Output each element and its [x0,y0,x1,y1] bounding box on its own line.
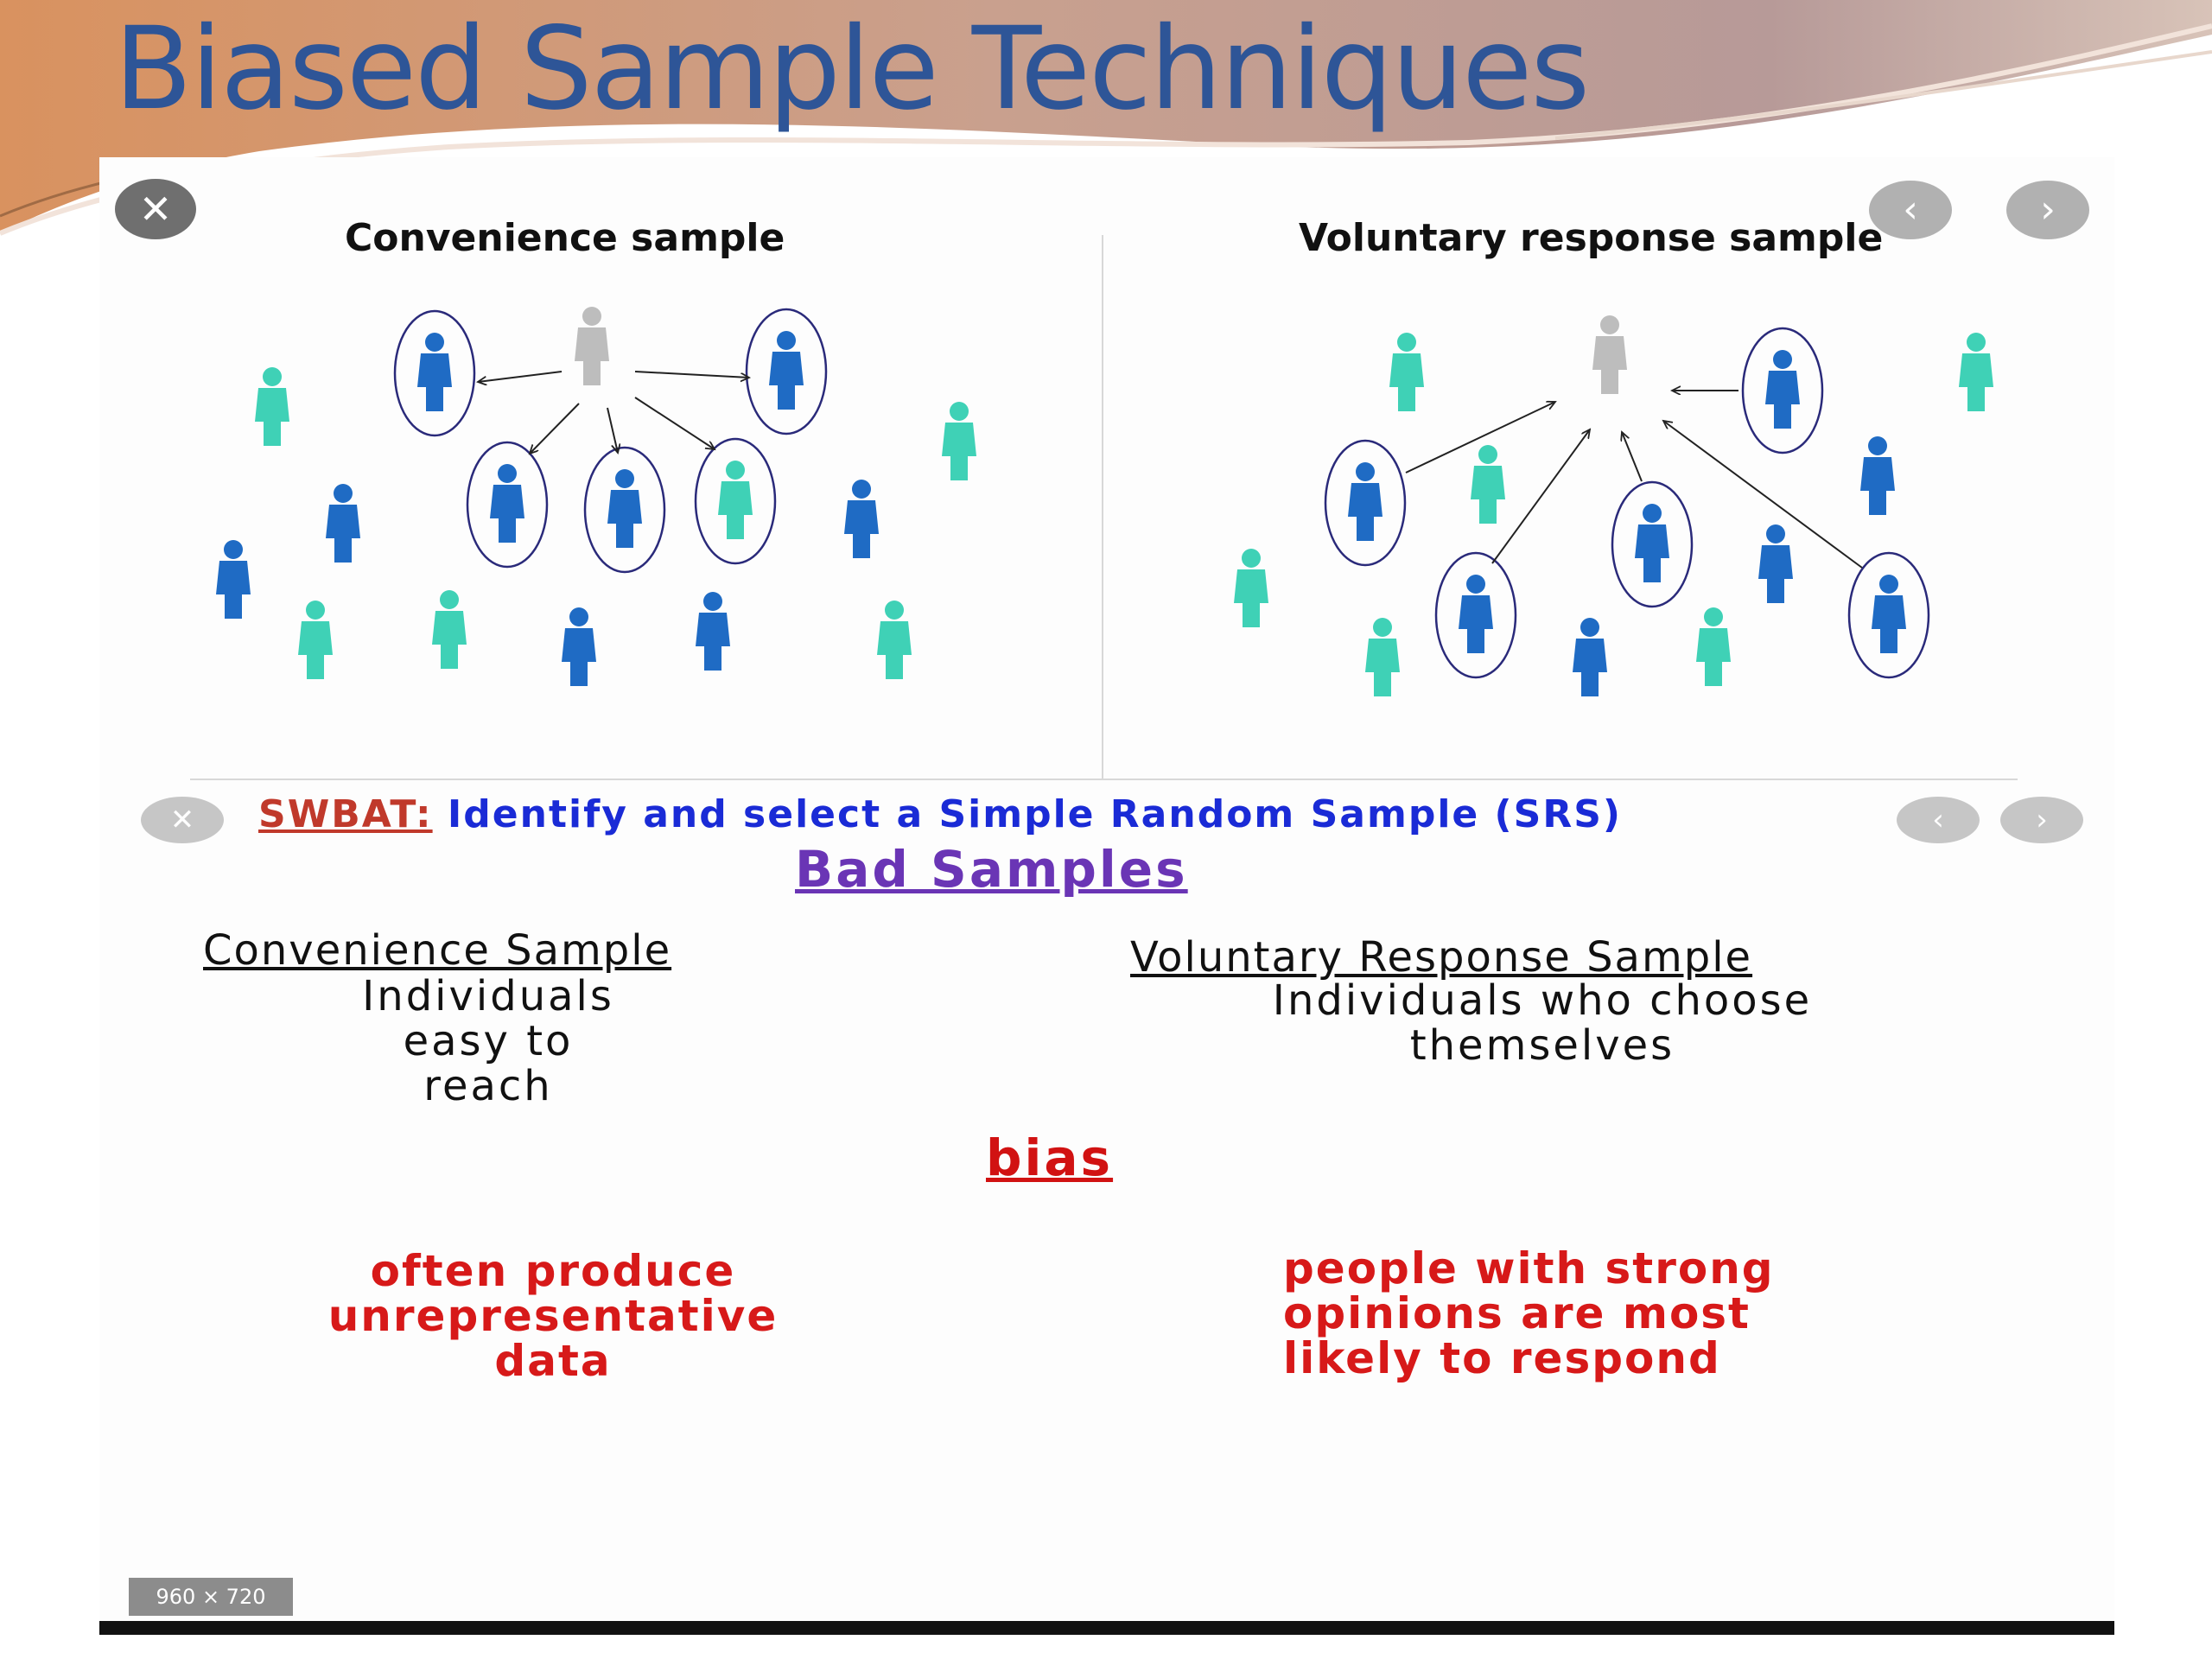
description-line: easy to [403,1017,574,1065]
previous-image-button-faded[interactable]: ‹ [1897,797,1980,843]
image-dimensions-badge: 960 × 720 [129,1578,293,1616]
person [1365,618,1400,696]
next-image-button-faded[interactable]: › [2000,797,2083,843]
volunteer [1611,480,1694,608]
chevron-right-icon: › [2036,803,2048,837]
researcher-figure [575,307,609,385]
sampled-person [466,441,549,569]
voluntary-panel-title: Voluntary response sample [1299,216,1884,260]
next-image-button[interactable]: › [2006,181,2089,239]
convenience-panel-title: Convenience sample [345,216,785,260]
person [696,592,730,671]
sampling-arrow [1663,421,1863,569]
close-icon: ✕ [169,803,195,837]
convenience-description: Individuals easy to reach [307,974,670,1109]
person [1696,607,1731,686]
sampling-arrow [1622,432,1643,482]
description-line: reach [423,1062,553,1110]
sampling-arrow [634,371,749,378]
person [562,607,596,686]
description-line: themselves [1409,1021,1675,1070]
sampling-arrow [607,407,618,453]
swbat-label: SWBAT: [258,792,433,836]
voluntary-description: Individuals who choose themselves [1128,978,1957,1068]
swbat-objective: SWBAT: Identify and select a Simple Rand… [258,792,1622,836]
sampling-arrow [1405,402,1555,474]
sampled-person [583,446,666,574]
embedded-image-viewer: Convenience sample Voluntary response sa… [99,157,2114,1635]
close-viewer-button[interactable]: ✕ [115,179,196,239]
volunteer [1741,327,1824,454]
bad-samples-heading: Bad Samples [795,840,1188,899]
voluntary-bias-note: people with strong opinions are most lik… [1283,1246,2061,1381]
chevron-left-icon: ‹ [1903,188,1918,232]
volunteer [1324,439,1407,567]
person [298,601,333,679]
sampling-diagram [190,235,2018,780]
note-line: unrepresentative [327,1291,779,1341]
sampling-arrow [634,397,715,449]
person [255,367,289,446]
person [1389,333,1424,411]
chevron-right-icon: › [2040,188,2056,232]
sampled-person [694,437,777,565]
bias-heading: bias [986,1128,1114,1187]
arrow-layer [478,371,1863,569]
previous-image-button[interactable]: ‹ [1869,181,1952,239]
close-icon: ✕ [138,186,173,232]
sampling-arrow [478,371,563,382]
description-line: Individuals [362,972,614,1020]
person [1758,524,1793,603]
volunteer [1847,551,1930,679]
note-line: data [494,1336,612,1386]
convenience-bias-note: often produce unrepresentative data [212,1249,894,1383]
viewer-bottom-bar [99,1621,2114,1635]
objective-text: Identify and select a Simple Random Samp… [432,792,1623,836]
person [877,601,912,679]
person [1573,618,1607,696]
close-viewer-button-faded[interactable]: ✕ [141,797,224,843]
note-line: likely to respond [1283,1333,1721,1383]
chevron-left-icon: ‹ [1932,803,1944,837]
convenience-sample-heading: Convenience Sample [203,926,672,975]
voluntary-response-heading: Voluntary Response Sample [1130,933,1753,982]
person [1959,333,1993,411]
note-line: opinions are most [1283,1288,1751,1338]
person [432,590,467,669]
person [844,480,879,558]
sampled-person [393,309,476,437]
person [1860,436,1895,515]
sampling-arrow [1491,429,1590,564]
note-line: people with strong [1283,1243,1775,1294]
description-line: Individuals who choose [1272,976,1813,1025]
people-layer [216,307,1993,696]
person [326,484,360,563]
slide-title: Biased Sample Techniques [114,3,1590,136]
researcher-figure [1592,315,1627,394]
sampling-arrow [530,403,580,454]
person [1234,549,1268,627]
note-line: often produce [370,1246,736,1296]
person [1471,445,1505,524]
person [216,540,251,619]
person [942,402,976,480]
sampled-person [745,308,828,435]
volunteer [1434,551,1517,679]
